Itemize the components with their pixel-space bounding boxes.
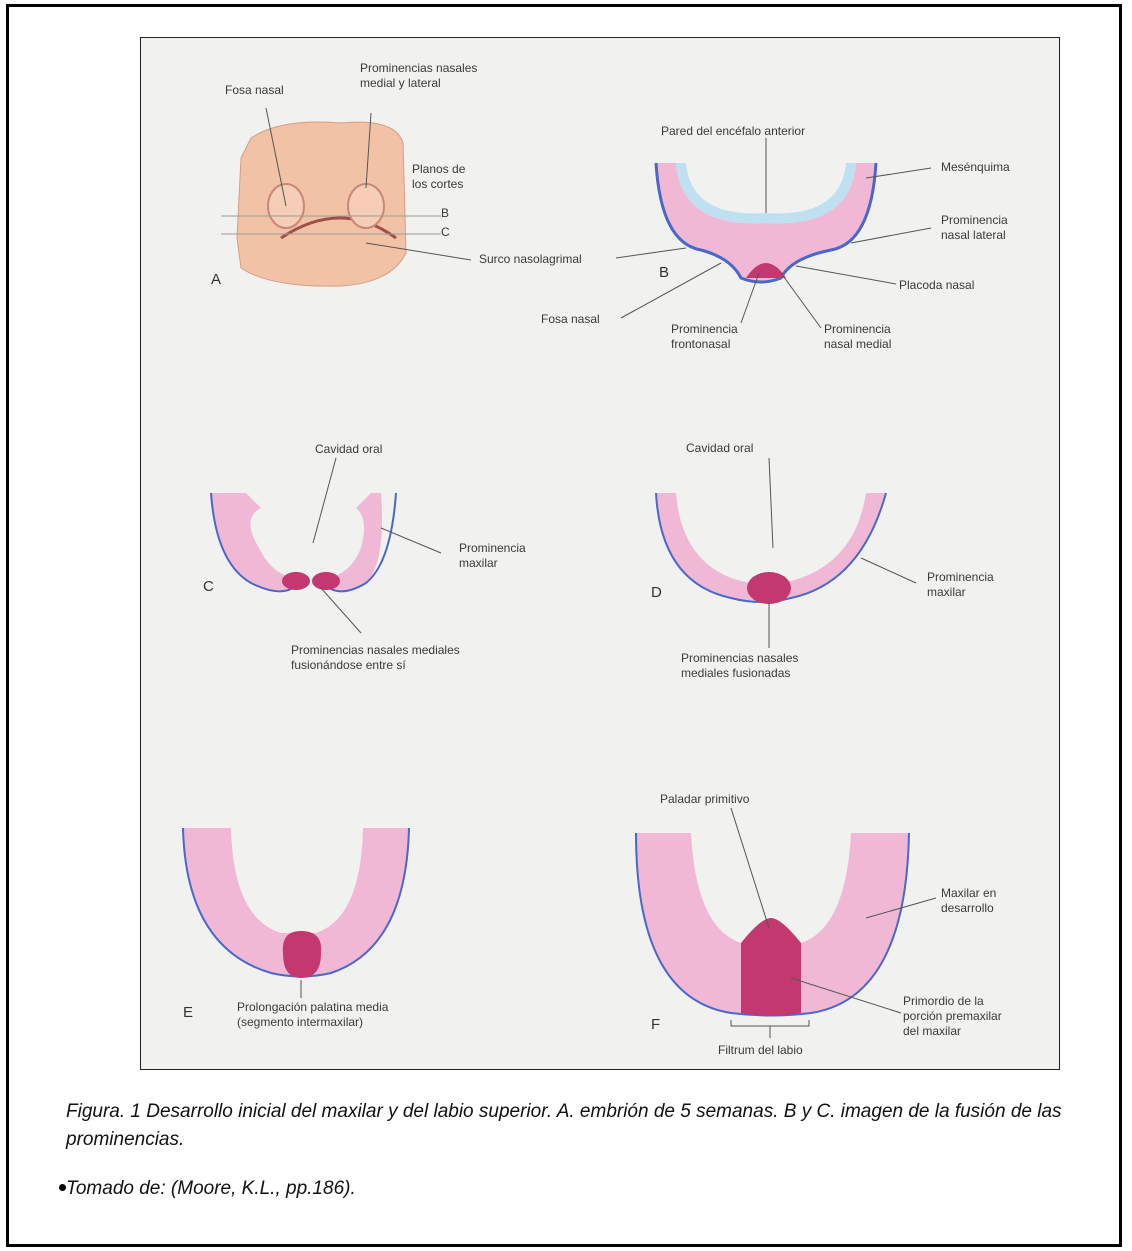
label-f-maxilar: Maxilar en desarrollo (941, 886, 996, 916)
label-f-filtrum: Filtrum del labio (718, 1043, 803, 1058)
label-d-fusionadas: Prominencias nasales mediales fusionadas (681, 651, 798, 681)
bullet-icon (59, 1184, 66, 1191)
panel-d-section (656, 458, 916, 648)
label-b-prom-lateral: Prominencia nasal lateral (941, 213, 1008, 243)
label-c-cavidad: Cavidad oral (315, 442, 382, 457)
label-b-frontonasal: Prominencia frontonasal (671, 322, 738, 352)
label-f-paladar: Paladar primitivo (660, 792, 749, 807)
panel-d-letter: D (651, 584, 662, 601)
panel-c-section (211, 458, 441, 633)
label-c-fusion: Prominencias nasales mediales fusionándo… (291, 643, 460, 673)
panel-a-face (221, 108, 471, 286)
label-e-prolongacion: Prolongación palatina media (segmento in… (237, 1000, 388, 1030)
panel-e-section (183, 828, 409, 998)
label-a-surco: Surco nasolagrimal (479, 252, 582, 267)
label-d-cavidad: Cavidad oral (686, 441, 753, 456)
panel-e-letter: E (183, 1004, 193, 1021)
source-citation: Tomado de: (Moore, K.L., pp.186). (66, 1178, 356, 1200)
panel-f-section (636, 808, 936, 1038)
panel-a-letter: A (211, 271, 221, 288)
label-d-maxilar: Prominencia maxilar (927, 570, 994, 600)
label-c-maxilar: Prominencia maxilar (459, 541, 526, 571)
panel-b-letter: B (659, 264, 669, 281)
label-b-fosa: Fosa nasal (541, 312, 600, 327)
label-b-mesenquima: Mesénquima (941, 160, 1010, 175)
illustration-svg (141, 38, 1060, 1070)
label-b-placoda: Placoda nasal (899, 278, 974, 293)
panel-b-section (616, 138, 931, 328)
label-a-fosa-nasal: Fosa nasal (225, 83, 284, 98)
panel-f-letter: F (651, 1016, 660, 1033)
panel-c-letter: C (203, 578, 214, 595)
label-b-pared: Pared del encéfalo anterior (661, 124, 805, 139)
label-b-nasal-medial: Prominencia nasal medial (824, 322, 891, 352)
label-a-planos: Planos de los cortes (412, 162, 465, 192)
label-f-primordio: Primordio de la porción premaxilar del m… (903, 994, 1002, 1039)
label-a-prominencias: Prominencias nasales medial y lateral (360, 61, 477, 91)
figure-caption: Figura. 1 Desarrollo inicial del maxilar… (66, 1098, 1106, 1154)
label-a-c: C (441, 225, 450, 240)
illustration-plate: Fosa nasal Prominencias nasales medial y… (140, 37, 1060, 1070)
label-a-b: B (441, 206, 449, 221)
